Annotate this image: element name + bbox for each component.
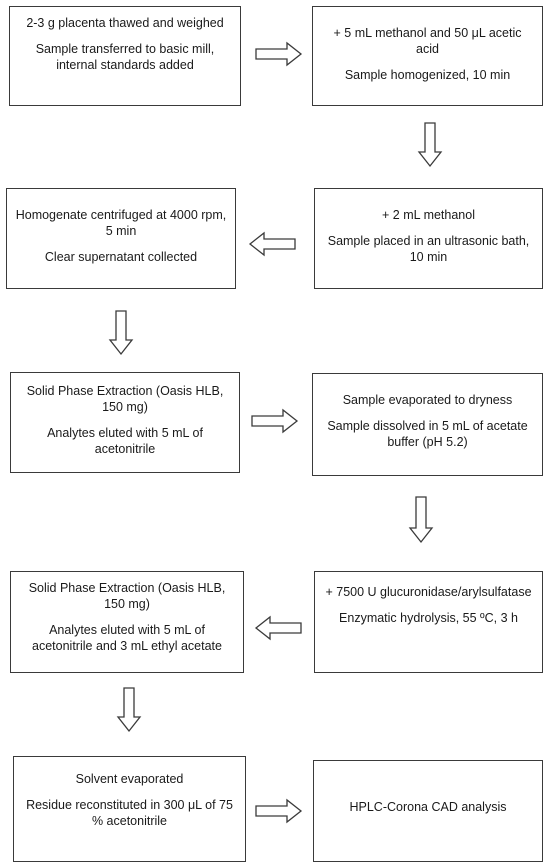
- step-text: 2-3 g placenta thawed and weighed: [26, 16, 224, 30]
- step-text: Analytes eluted with 5 mL of acetonitril…: [47, 426, 203, 456]
- arrow-right-icon: [251, 408, 299, 434]
- arrow-down-icon: [417, 122, 443, 168]
- arrow-down-icon: [108, 310, 134, 356]
- step-text: Sample evaporated to dryness: [342, 393, 513, 407]
- step-text: Solvent evaporated: [75, 772, 184, 786]
- arrow-right-icon: [255, 41, 303, 67]
- step-text: + 2 mL methanol: [382, 208, 475, 222]
- step-box-spe-2: Solid Phase Extraction (Oasis HLB, 150 m…: [10, 571, 244, 673]
- step-box-spe-1: Solid Phase Extraction (Oasis HLB, 150 m…: [10, 372, 240, 473]
- step-box-centrifuge: Homogenate centrifuged at 4000 rpm, 5 mi…: [6, 188, 236, 289]
- step-text: Analytes eluted with 5 mL of acetonitril…: [32, 623, 222, 653]
- step-text: + 7500 U glucuronidase/arylsulfatase: [325, 585, 532, 599]
- step-text: Sample homogenized, 10 min: [344, 68, 511, 82]
- step-text: Sample placed in an ultrasonic bath, 10 …: [327, 234, 530, 264]
- step-text: HPLC-Corona CAD analysis: [349, 800, 507, 814]
- step-text: Sample transferred to basic mill, intern…: [35, 42, 215, 72]
- step-text: Sample dissolved in 5 mL of acetate buff…: [327, 419, 528, 449]
- arrow-left-icon: [248, 231, 296, 257]
- step-box-reconstitute: Solvent evaporated Residue reconstituted…: [13, 756, 246, 862]
- step-text: Solid Phase Extraction (Oasis HLB, 150 m…: [26, 384, 224, 414]
- step-text: Clear supernatant collected: [44, 250, 198, 264]
- arrow-down-icon: [408, 496, 434, 544]
- step-box-evaporate-dissolve: Sample evaporated to dryness Sample diss…: [312, 373, 543, 476]
- step-text: Enzymatic hydrolysis, 55 ºC, 3 h: [339, 611, 518, 625]
- arrow-right-icon: [255, 798, 303, 824]
- step-box-enzymatic: + 7500 U glucuronidase/arylsulfatase Enz…: [314, 571, 543, 673]
- step-text: Homogenate centrifuged at 4000 rpm, 5 mi…: [15, 208, 227, 238]
- step-text: Residue reconstituted in 300 μL of 75 % …: [26, 798, 233, 828]
- step-box-ultrasonic: + 2 mL methanol Sample placed in an ultr…: [314, 188, 543, 289]
- step-box-thaw: 2-3 g placenta thawed and weighed Sample…: [9, 6, 241, 106]
- step-text: + 5 mL methanol and 50 μL acetic acid: [333, 26, 522, 56]
- step-text: Solid Phase Extraction (Oasis HLB, 150 m…: [28, 581, 226, 611]
- step-box-methanol-acetic: + 5 mL methanol and 50 μL acetic acid Sa…: [312, 6, 543, 106]
- step-box-hplc: HPLC-Corona CAD analysis: [313, 760, 543, 862]
- arrow-down-icon: [116, 687, 142, 733]
- arrow-left-icon: [254, 615, 302, 641]
